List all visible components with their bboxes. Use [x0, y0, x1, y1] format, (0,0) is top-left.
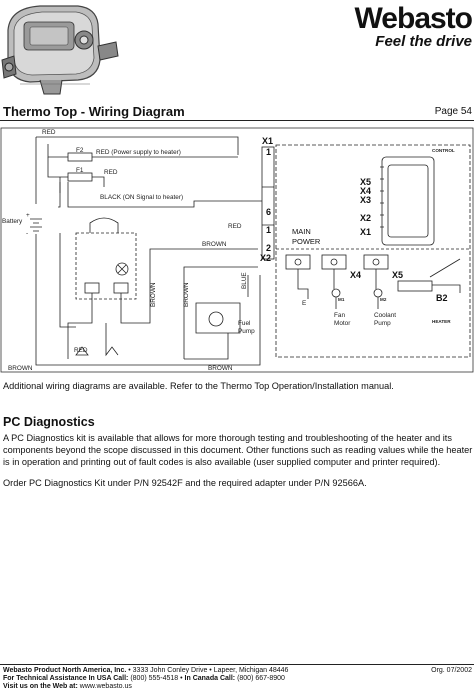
- battery-minus: -: [26, 230, 28, 237]
- fuel-pump-label-2: Pump: [238, 328, 255, 335]
- footer-web-line: Visit us on the Web at: www.webasto.us: [3, 683, 132, 692]
- coolant-pump-label-2: Pump: [374, 320, 391, 327]
- fan-motor-label-1: Fan: [334, 312, 345, 319]
- pin-6: 6: [266, 207, 271, 217]
- footer-web-url[interactable]: www.webasto.us: [77, 683, 132, 690]
- connector-x5: X5: [360, 177, 371, 187]
- order-kit-text: Order PC Diagnostics Kit under P/N 92542…: [3, 478, 367, 488]
- page-title: Thermo Top - Wiring Diagram: [3, 104, 185, 119]
- footer-tech-label: For Technical Assistance In USA Call:: [3, 675, 129, 682]
- wire-label-red-mid: RED: [228, 223, 242, 230]
- footer-company: Webasto Product North America, Inc.: [3, 667, 127, 674]
- footer-canada-label: In Canada Call:: [184, 675, 236, 682]
- footer-org: Org. 07/2002: [431, 667, 472, 674]
- page-number: Page 54: [434, 106, 472, 117]
- connector-x4-lower: X4: [350, 270, 361, 280]
- pc-para-line-3: is in operation and printing out of faul…: [3, 457, 441, 467]
- wire-label-red-power: RED (Power supply to heater): [96, 149, 181, 156]
- fuse-f2-label: F2: [76, 147, 84, 154]
- wire-label-red-bottom: RED: [74, 347, 88, 354]
- connector-x2-bottom: X2: [260, 253, 271, 263]
- battery-label: Battery: [2, 218, 23, 225]
- connector-x5-lower: X5: [392, 270, 403, 280]
- wire-label-blue: BLUE: [241, 272, 248, 289]
- wire-label-red-top: RED: [42, 129, 56, 136]
- wire-label-brown-bottom-left: BROWN: [8, 365, 33, 372]
- main-power-label-1: MAIN: [292, 227, 311, 236]
- heater-label: HEATER: [432, 319, 451, 324]
- footer-address-line: Webasto Product North America, Inc. • 33…: [3, 667, 288, 676]
- connector-x2: X2: [360, 213, 371, 223]
- footer-web-label: Visit us on the Web at:: [3, 683, 78, 690]
- main-power-label-2: POWER: [292, 237, 321, 246]
- battery-plus: +: [26, 212, 30, 219]
- pin-2: 2: [266, 243, 271, 253]
- m1-label: M1: [338, 297, 345, 302]
- glow-e-label: E: [302, 300, 306, 307]
- connector-x1: X1: [360, 227, 371, 237]
- wire-label-black-signal: BLACK (ON Signal to heater): [100, 194, 183, 201]
- fuse-f1-label: F1: [76, 167, 84, 174]
- webasto-logo: Webasto: [354, 2, 473, 35]
- footer-address: • 3333 John Conley Drive • Lapeer, Michi…: [126, 667, 289, 674]
- pc-diagnostics-heading: PC Diagnostics: [3, 415, 95, 429]
- wire-label-brown-v2: BROWN: [183, 282, 190, 307]
- footer-rule: [0, 664, 474, 665]
- tagline: Feel the drive: [375, 33, 472, 50]
- pin-1-lower: 1: [266, 225, 271, 235]
- footer-phone-line: For Technical Assistance In USA Call: (8…: [3, 675, 285, 684]
- coolant-pump-label-1: Coolant: [374, 312, 396, 319]
- additional-diagrams-note: Additional wiring diagrams are available…: [3, 381, 394, 391]
- wiring-diagram: RED RED (Power supply to heater) RED BLA…: [0, 127, 474, 373]
- wire-label-brown-bottom-right: BROWN: [208, 365, 233, 372]
- heater-product-image: [0, 0, 120, 98]
- b2-label: B2: [436, 293, 448, 303]
- footer-canada-phone: (800) 667-8900: [235, 675, 285, 682]
- footer-tech-phone: (800) 555-4518 •: [128, 675, 185, 682]
- m2-label: M2: [380, 297, 387, 302]
- control-label: CONTROL: [432, 148, 455, 153]
- pc-para-line-1: A PC Diagnostics kit is available that a…: [3, 433, 452, 443]
- pc-para-line-2: components beyond the scope discussed in…: [3, 445, 473, 455]
- fuel-pump-label-1: Fuel: [238, 320, 250, 327]
- header-rule: [0, 120, 474, 121]
- wire-label-brown-mid: BROWN: [202, 241, 227, 248]
- fan-motor-label-2: Motor: [334, 320, 351, 327]
- connector-x1-top: X1: [262, 136, 273, 146]
- connector-x3: X3: [360, 195, 371, 205]
- wire-label-red-short: RED: [104, 169, 118, 176]
- connector-x4: X4: [360, 186, 371, 196]
- pin-1-top: 1: [266, 147, 271, 157]
- wire-label-brown-v1: BROWN: [150, 282, 157, 307]
